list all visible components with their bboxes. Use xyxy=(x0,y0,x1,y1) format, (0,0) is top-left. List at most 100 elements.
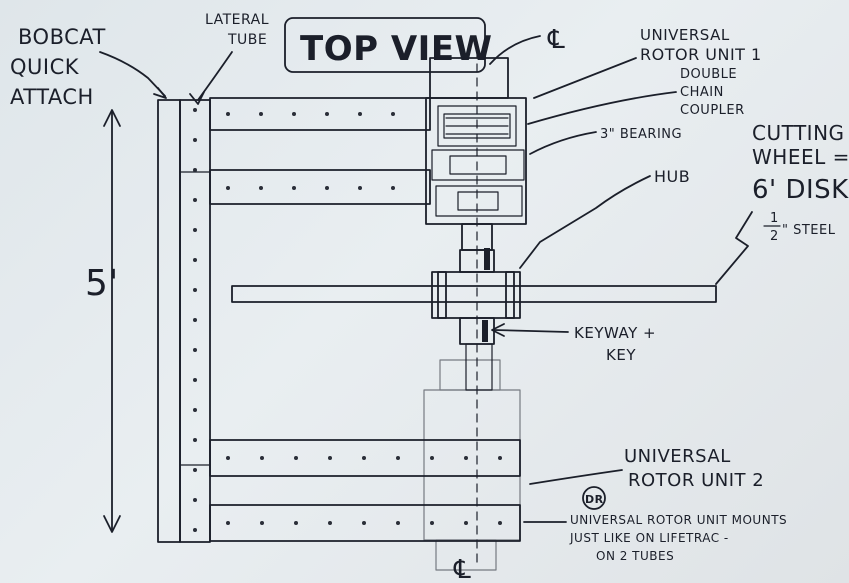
bolt-hole xyxy=(292,112,296,116)
note-line2: JUST LIKE ON LIFETRAC - xyxy=(569,531,729,545)
bolt-hole xyxy=(226,456,230,460)
bobcat-arrowhead xyxy=(153,87,167,99)
title: TOP VIEW xyxy=(300,29,493,69)
coupler-label-line2: CHAIN xyxy=(680,85,724,100)
bolt-hole xyxy=(362,456,366,460)
upper-tube-1 xyxy=(209,97,431,131)
hub-leader xyxy=(519,175,651,269)
bobcat-label-line2: QUICK xyxy=(10,55,80,79)
bolt-hole xyxy=(193,168,197,172)
bolt-hole xyxy=(498,456,502,460)
bolt-hole xyxy=(226,186,230,190)
bolt-hole xyxy=(193,108,197,112)
rotor2-label-line2: ROTOR UNIT 2 xyxy=(628,470,764,491)
bolt-hole xyxy=(325,112,329,116)
disk-label: 6' DISK, xyxy=(752,175,849,205)
quick-attach-plate xyxy=(157,99,181,543)
rotor1-leader xyxy=(533,57,637,99)
hub-label: HUB xyxy=(654,167,690,186)
coupler-label-line1: DOUBLE xyxy=(680,67,737,82)
bearing-label: 3" BEARING xyxy=(600,127,682,142)
bolt-hole xyxy=(193,378,197,382)
lateral-label-line2: TUBE xyxy=(227,32,267,48)
bolt-hole xyxy=(193,438,197,442)
keyway-leader xyxy=(493,329,569,333)
steel-label: " STEEL xyxy=(782,223,836,238)
centerline-symbol-top: ℄ xyxy=(547,25,565,55)
bolt-hole xyxy=(193,498,197,502)
bolt-hole xyxy=(396,521,400,525)
lateral-arrowhead xyxy=(189,91,205,105)
coupler-label-line3: COUPLER xyxy=(680,103,745,118)
bobcat-label-line3: ATTACH xyxy=(10,85,94,109)
keyway-label-line1: KEYWAY + xyxy=(574,324,656,342)
bearing-leader xyxy=(529,131,597,155)
dimension-label: 5' xyxy=(85,263,119,304)
note-line3: ON 2 TUBES xyxy=(596,549,674,563)
bolt-holes xyxy=(193,108,502,532)
centerline-symbol-bottom: ℄ xyxy=(453,555,471,583)
steel-fraction-den: 2 xyxy=(770,229,779,244)
keyway-arrowhead xyxy=(491,323,505,337)
bolt-hole xyxy=(226,112,230,116)
rotor-unit-1 xyxy=(425,57,527,225)
key-mark-lower xyxy=(482,320,488,342)
bolt-hole xyxy=(193,198,197,202)
hub xyxy=(431,248,521,342)
bolt-hole xyxy=(294,456,298,460)
bolt-hole xyxy=(391,112,395,116)
rotor2-label-line1: UNIVERSAL xyxy=(624,446,731,467)
bolt-hole xyxy=(193,258,197,262)
rotor-unit-2 xyxy=(423,359,521,571)
bobcat-leader xyxy=(99,51,166,97)
bolt-hole xyxy=(464,456,468,460)
bolt-hole xyxy=(193,288,197,292)
bolt-hole xyxy=(358,186,362,190)
bolt-hole xyxy=(259,186,263,190)
bolt-hole xyxy=(193,408,197,412)
bolt-hole xyxy=(396,456,400,460)
bolt-hole xyxy=(391,186,395,190)
bolt-hole xyxy=(259,112,263,116)
cutting-leader xyxy=(715,211,753,285)
bolt-hole xyxy=(362,521,366,525)
bolt-hole xyxy=(294,521,298,525)
lateral-leader xyxy=(197,51,233,101)
bolt-hole xyxy=(498,521,502,525)
bolt-hole xyxy=(193,528,197,532)
coupler-leader xyxy=(527,91,677,125)
bolt-hole xyxy=(193,318,197,322)
bolt-hole xyxy=(260,521,264,525)
bolt-hole xyxy=(193,468,197,472)
bolt-hole xyxy=(226,521,230,525)
bolt-hole xyxy=(193,348,197,352)
upper-tube-2 xyxy=(209,169,431,205)
cutting-wheel-disk xyxy=(231,285,717,303)
rotor1-label-line2: ROTOR UNIT 1 xyxy=(640,45,762,64)
bolt-hole xyxy=(325,186,329,190)
dimension-5ft xyxy=(103,109,121,533)
bolt-hole xyxy=(292,186,296,190)
bolt-hole xyxy=(358,112,362,116)
steel-fraction-num: 1 xyxy=(770,211,779,226)
bolt-hole xyxy=(328,521,332,525)
lateral-label-line1: LATERAL xyxy=(205,12,269,28)
title-box xyxy=(284,17,486,73)
initials: DR xyxy=(585,493,604,506)
bolt-hole xyxy=(193,228,197,232)
initials-circle xyxy=(582,486,606,510)
cutting-label-line1: CUTTING xyxy=(752,121,845,145)
cutting-label-line2: WHEEL = xyxy=(752,145,849,169)
rotor2-leader xyxy=(529,469,623,485)
bolt-hole xyxy=(430,521,434,525)
bobcat-label-line1: BOBCAT xyxy=(18,25,106,49)
keyway-label-line2: KEY xyxy=(606,346,636,364)
note-line1: UNIVERSAL ROTOR UNIT MOUNTS xyxy=(570,513,787,527)
bolt-hole xyxy=(464,521,468,525)
rotor1-label-line1: UNIVERSAL xyxy=(640,26,730,44)
bolt-hole xyxy=(430,456,434,460)
bolt-hole xyxy=(260,456,264,460)
centerline-leader xyxy=(489,35,541,65)
